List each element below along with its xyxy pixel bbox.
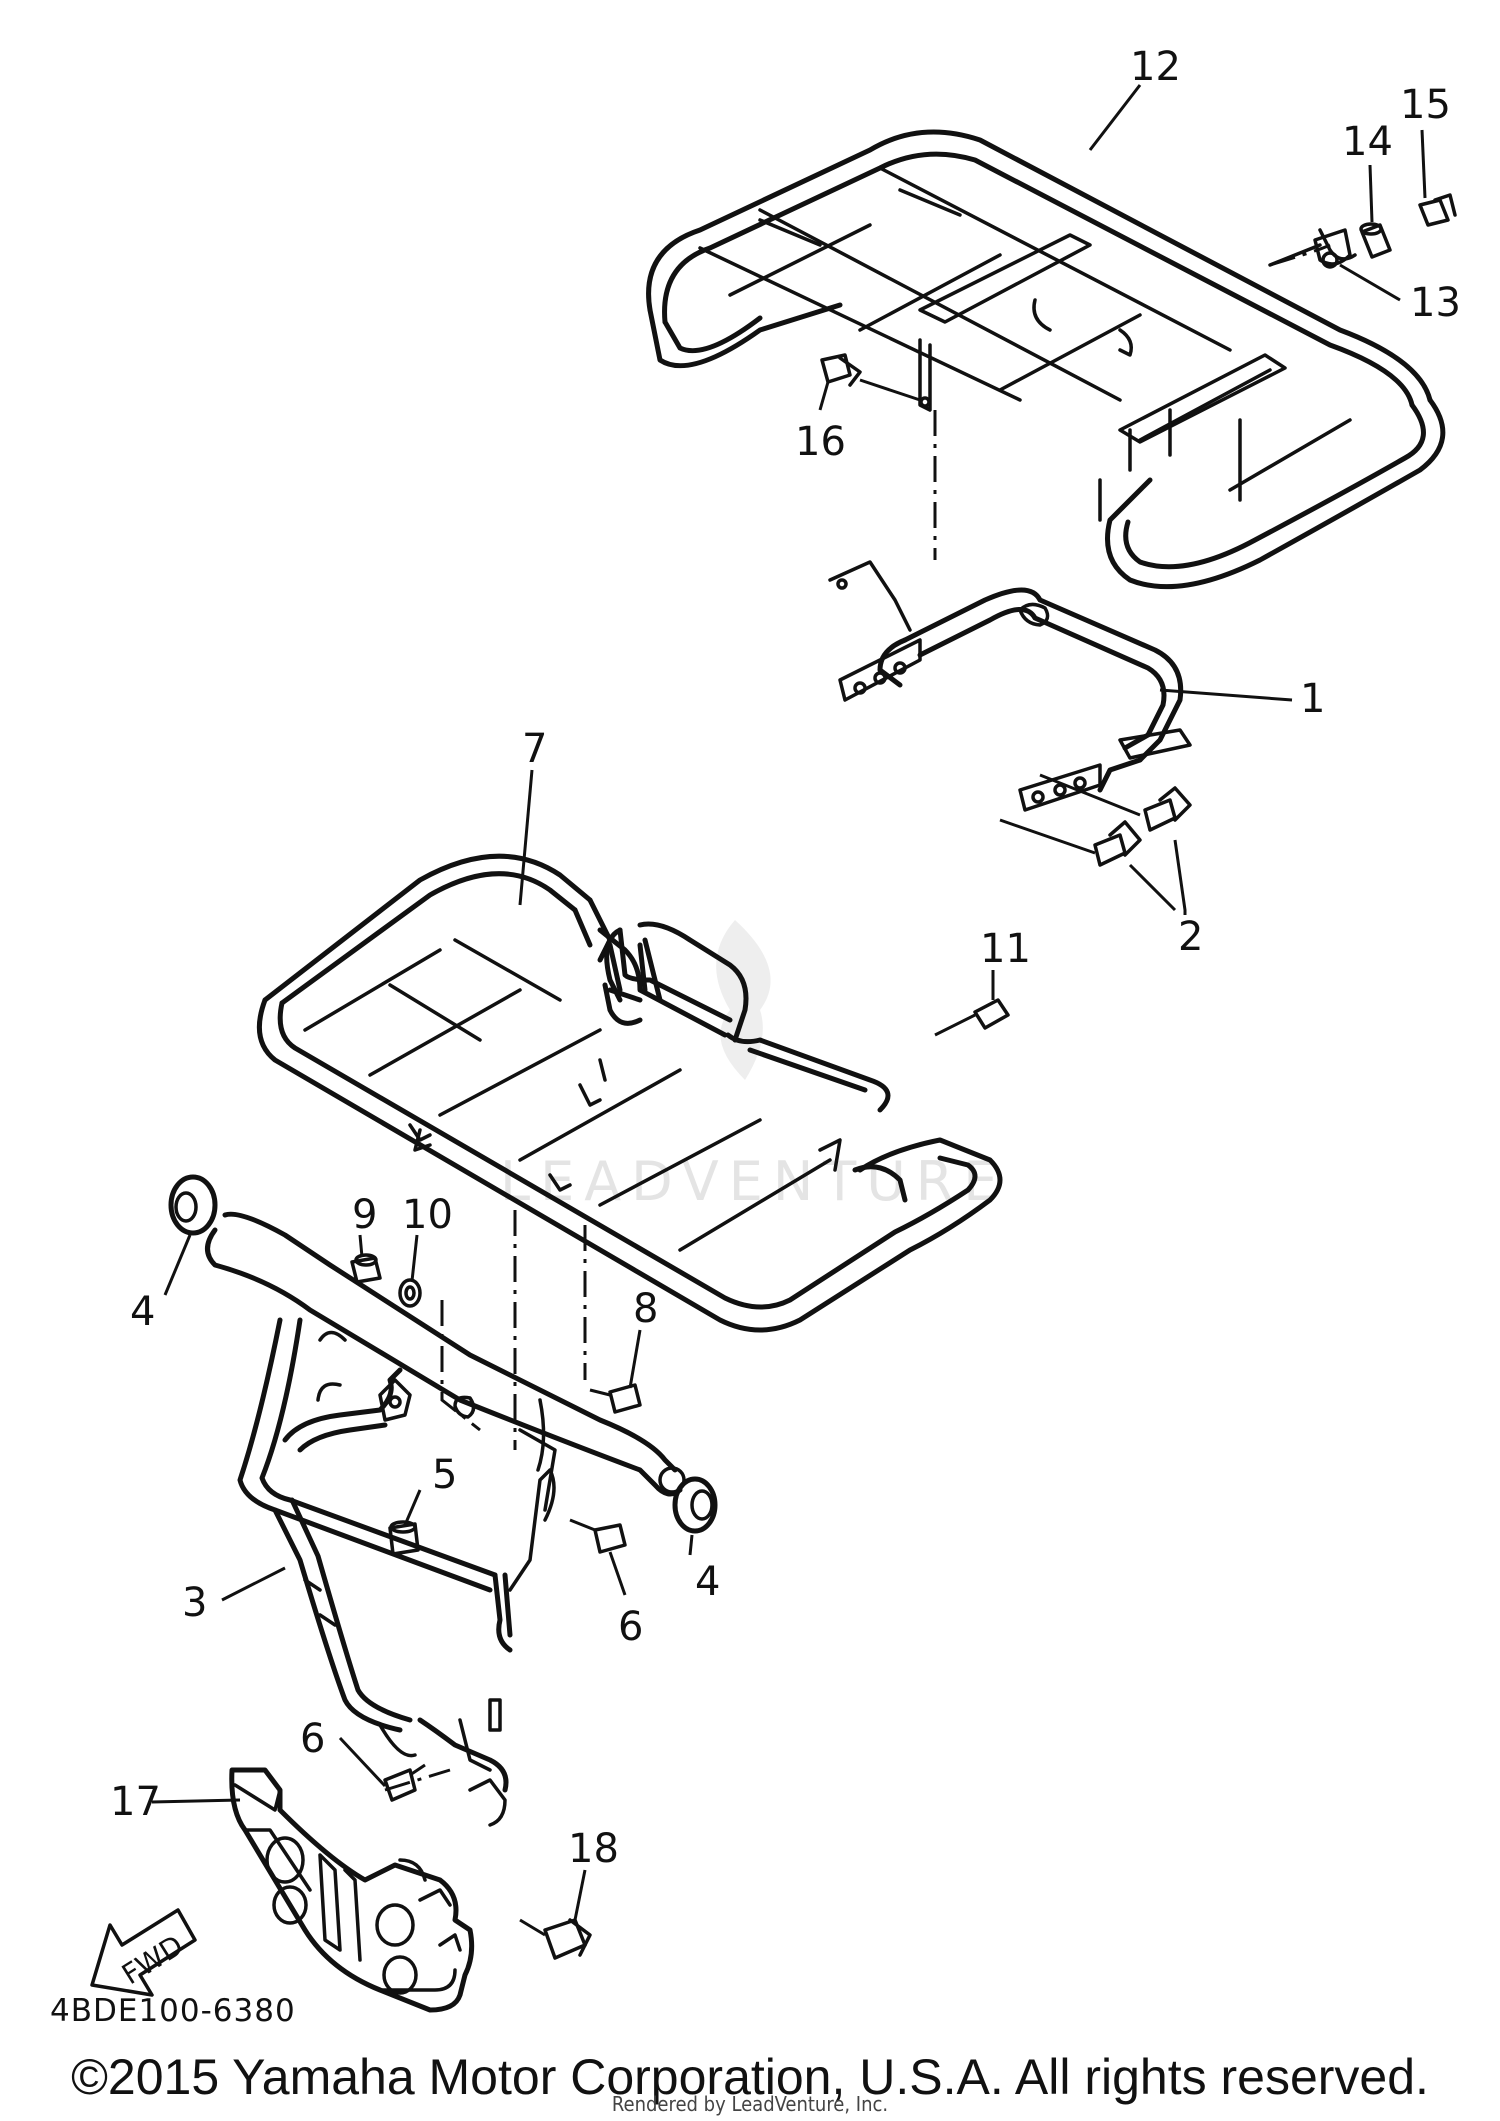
bolt-part-16[interactable] xyxy=(820,353,921,402)
callout-1: 1 xyxy=(1300,676,1325,722)
bolt-part-6-upper[interactable] xyxy=(569,1518,627,1554)
fwd-label: FWD xyxy=(116,1929,189,1992)
callout-leaders xyxy=(151,84,1427,1921)
skid-plate-part-17[interactable] xyxy=(229,1767,475,2013)
callout-7: 7 xyxy=(522,726,547,772)
callout-10: 10 xyxy=(402,1192,453,1238)
grommet-part-4-right[interactable] xyxy=(672,1476,718,1534)
copyright-notice: ©2015 Yamaha Motor Corporation, U.S.A. A… xyxy=(71,2049,1429,2105)
diagram-code: 4BDE100-6380 xyxy=(50,1993,296,2029)
nut-part-5[interactable] xyxy=(388,1520,420,1556)
callout-16: 16 xyxy=(795,419,846,465)
callout-9: 9 xyxy=(352,1192,377,1238)
callout-17: 17 xyxy=(110,1779,161,1825)
callout-14: 14 xyxy=(1342,119,1393,165)
callout-4-left: 4 xyxy=(130,1289,155,1335)
callout-6-upper: 6 xyxy=(618,1604,643,1650)
callout-3: 3 xyxy=(182,1580,207,1626)
callout-18: 18 xyxy=(568,1826,619,1872)
callout-labels: 1 2 3 4 4 5 6 6 7 8 9 10 11 12 13 14 15 … xyxy=(110,44,1461,1872)
forward-direction-arrow: FWD xyxy=(90,1908,197,1997)
bolt-part-11[interactable] xyxy=(934,998,1010,1037)
bracket-part-13[interactable] xyxy=(1313,228,1352,266)
alignment-lines xyxy=(384,243,1331,1792)
callout-15: 15 xyxy=(1400,82,1451,128)
front-guard-part-3[interactable] xyxy=(205,1211,686,1827)
bolt-part-18[interactable] xyxy=(519,1918,592,1960)
callout-6-lower: 6 xyxy=(300,1716,325,1762)
washer-part-10[interactable] xyxy=(398,1278,422,1308)
bolt-part-6-lower[interactable] xyxy=(383,1763,426,1802)
callout-12: 12 xyxy=(1130,44,1181,90)
collar-part-14[interactable] xyxy=(1359,222,1392,259)
callout-4-right: 4 xyxy=(695,1559,720,1605)
carrier-stay-part-1[interactable] xyxy=(828,560,1192,812)
grommet-part-4-left[interactable] xyxy=(168,1174,218,1236)
callout-8: 8 xyxy=(633,1286,658,1332)
bolt-part-2[interactable] xyxy=(999,773,1192,867)
callout-13: 13 xyxy=(1410,280,1461,326)
watermark-text: LEADVENTURE xyxy=(500,1150,1007,1213)
rear-carrier-part-12[interactable] xyxy=(646,129,1446,590)
callout-5: 5 xyxy=(432,1452,457,1498)
rendered-by-credit: Rendered by LeadVenture, Inc. xyxy=(611,2092,889,2116)
callout-11: 11 xyxy=(980,926,1031,972)
bolt-part-8[interactable] xyxy=(589,1383,642,1414)
nut-part-9[interactable] xyxy=(350,1253,382,1284)
bolt-part-15[interactable] xyxy=(1418,193,1457,227)
front-carrier-part-7[interactable] xyxy=(256,853,1003,1333)
callout-2: 2 xyxy=(1178,914,1203,960)
